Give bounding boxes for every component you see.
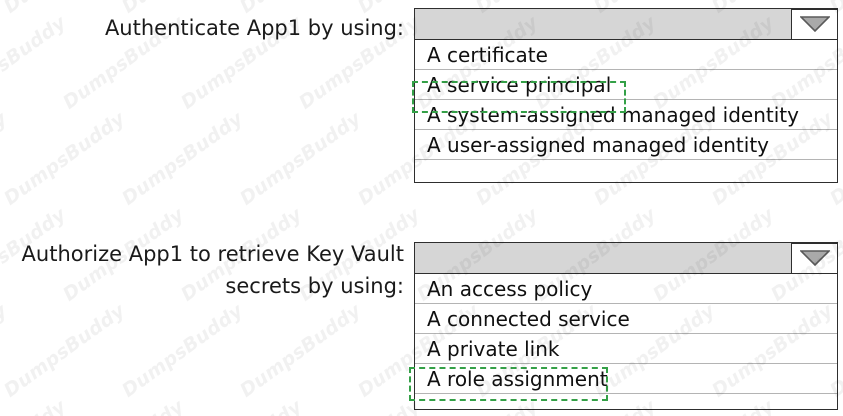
dropdown-option-label: A private link	[427, 337, 560, 361]
prompt-label-authorize: Authorize App1 to retrieve Key Vault sec…	[21, 242, 404, 298]
dropdown-option-a-private-link[interactable]: A private link	[415, 334, 837, 364]
dropdown-option-a-certificate[interactable]: A certificate	[415, 40, 837, 70]
dropdown-option-a-connected-service[interactable]: A connected service	[415, 304, 837, 334]
chevron-down-icon[interactable]	[791, 8, 838, 40]
prompt-label-authenticate: Authenticate App1 by using:	[104, 16, 404, 40]
dropdown-option-a-role-assignment[interactable]: A role assignment	[415, 364, 837, 394]
dropdown-option-a-user-assigned-managed-identity[interactable]: A user-assigned managed identity	[415, 130, 837, 160]
dropdown-header-authorize[interactable]	[415, 242, 838, 274]
dropdown-option-label: A connected service	[427, 307, 630, 331]
dropdown-option-a-system-assigned-managed-identity[interactable]: A system-assigned managed identity	[415, 100, 837, 130]
dropdown-option-list-authenticate[interactable]: A certificate A service principal A syst…	[415, 40, 837, 160]
dropdown-authenticate-app1[interactable]: A certificate A service principal A syst…	[414, 8, 838, 183]
question-block-authenticate: Authenticate App1 by using: A certificat…	[0, 0, 843, 200]
dropdown-option-label: A certificate	[427, 43, 548, 67]
dropdown-header-authenticate[interactable]	[415, 8, 838, 40]
dropdown-option-label: A user-assigned managed identity	[427, 133, 770, 157]
dropdown-option-label: A system-assigned managed identity	[427, 103, 799, 127]
dropdown-option-a-service-principal[interactable]: A service principal	[415, 70, 837, 100]
dropdown-option-label: A role assignment	[427, 367, 608, 391]
dropdown-authorize-key-vault[interactable]: An access policy A connected service A p…	[414, 242, 838, 410]
chevron-down-icon[interactable]	[791, 242, 838, 274]
dropdown-option-label: An access policy	[427, 277, 593, 301]
dropdown-option-label: A service principal	[427, 73, 612, 97]
dropdown-option-list-authorize[interactable]: An access policy A connected service A p…	[415, 274, 837, 394]
dropdown-option-an-access-policy[interactable]: An access policy	[415, 274, 837, 304]
